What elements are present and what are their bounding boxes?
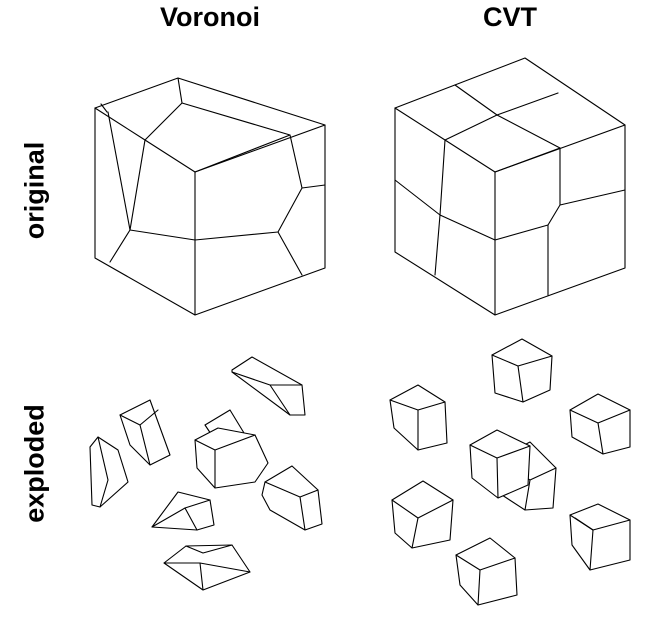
voronoi-exploded-pieces — [89, 356, 323, 591]
column-title-cvt: CVT — [483, 2, 537, 32]
cvt-original-cube — [394, 57, 626, 316]
column-title-voronoi: Voronoi — [160, 2, 260, 32]
voronoi-original-cube — [94, 77, 326, 316]
cvt-exploded-pieces — [389, 338, 631, 606]
